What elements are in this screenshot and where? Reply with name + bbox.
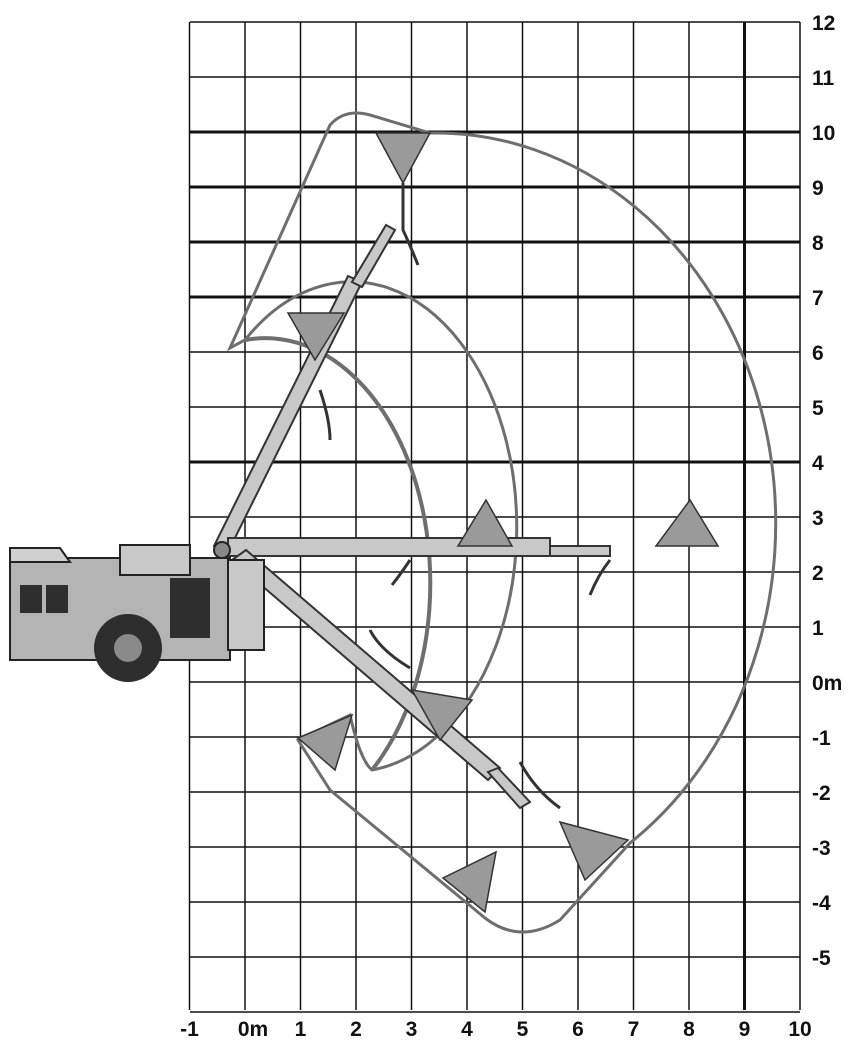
x-tick-label: 4 [461,1018,473,1041]
x-axis-labels: -1 0m 1 2 3 4 5 6 7 8 9 10 [180,1018,812,1041]
y-tick-label: 7 [812,287,824,310]
boom-pivot [213,541,231,559]
truck-window-left [20,585,42,613]
truck-wheel-hub [114,634,142,662]
y-tick-label: 8 [812,232,824,255]
y-axis-labels: 12 11 10 9 8 7 6 5 4 3 2 1 0m -1 -2 -3 -4 -5 [812,12,842,970]
y-tick-label: 2 [812,562,824,585]
x-tick-label: 3 [406,1018,418,1041]
nozzle-far-right [654,498,720,547]
truck-cab [119,544,191,576]
x-tick-label: 9 [739,1018,751,1041]
grid [188,21,801,1013]
y-tick-label: 3 [812,507,824,530]
truck [9,544,265,682]
y-tick-label: 9 [812,177,824,200]
y-tick-label: -2 [812,782,831,805]
boom-arm-upper-extension [350,223,397,289]
nozzle-joints [318,183,612,810]
x-tick-label: 5 [517,1018,529,1041]
x-tick-label: 1 [295,1018,307,1041]
outer-reach-envelope [226,111,778,934]
joint-lower-b [518,761,561,810]
x-tick-label: 0m [238,1018,268,1041]
boom-arm-lower [230,548,502,782]
nozzle-lower-left [296,713,354,772]
x-tick-label: 6 [572,1018,584,1041]
x-tick-label: 10 [788,1018,811,1041]
truck-boom-mount [227,559,265,651]
nozzle-lower-center [410,689,474,742]
y-tick-label: -1 [812,727,831,750]
nozzle-mid [456,498,514,547]
truck-window-right [46,585,68,613]
x-tick-label: 2 [350,1018,362,1041]
nozzle-bottom-right [558,820,630,882]
joint-lower-a [368,629,411,670]
joint-mid [390,559,412,586]
joint-top [401,183,420,266]
y-tick-label: -5 [812,947,831,970]
x-tick-label: 8 [683,1018,695,1041]
x-tick-label: 7 [628,1018,640,1041]
joint-right [588,559,612,596]
truck-hood [9,547,72,563]
nozzle-upper [286,312,346,362]
y-tick-label: 10 [812,122,835,145]
y-tick-label: -4 [812,892,831,915]
y-tick-label: -3 [812,837,831,860]
y-tick-label: 1 [812,617,824,640]
boom-arm-horizontal-extension [549,545,611,557]
nozzle-top [374,132,432,185]
spray-nozzles [286,132,720,914]
x-tick-label: -1 [180,1018,199,1041]
y-tick-label: 5 [812,397,824,420]
nozzle-bottom-left [441,850,498,914]
y-tick-label: 6 [812,342,824,365]
y-tick-label: 12 [812,12,835,35]
boom-arm-lower-extension [486,766,532,810]
y-tick-label: 0m [812,672,842,695]
joint-upper [318,389,332,441]
truck-engine [170,578,210,638]
y-tick-label: 11 [812,67,835,90]
y-tick-label: 4 [812,452,824,475]
